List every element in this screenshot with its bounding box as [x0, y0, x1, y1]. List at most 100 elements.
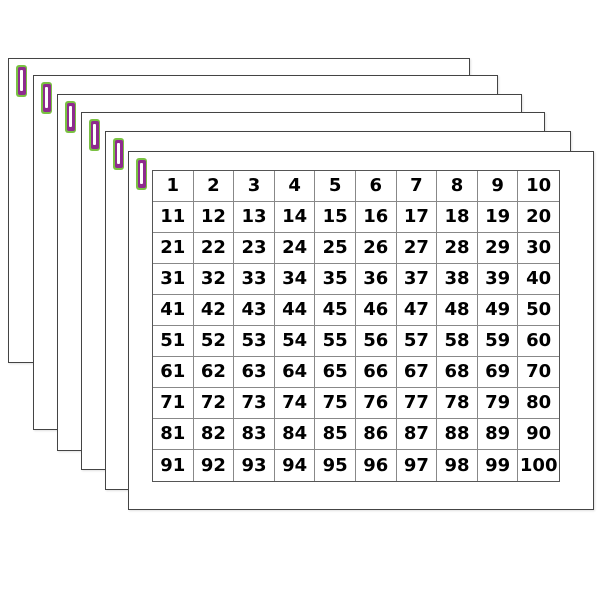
number-cell: 10	[518, 171, 559, 202]
number-cell: 73	[234, 388, 275, 419]
number-cell: 19	[477, 202, 519, 233]
number-cell: 32	[193, 264, 235, 295]
number-cell: 50	[518, 295, 559, 326]
number-cell: 78	[437, 388, 478, 419]
number-cell: 47	[396, 295, 438, 326]
wipe-off-logo-4	[87, 118, 103, 152]
number-cell: 58	[437, 326, 478, 357]
number-cell: 23	[234, 233, 275, 264]
number-cell: 39	[477, 264, 519, 295]
number-cell: 83	[234, 419, 275, 450]
number-cell: 99	[478, 450, 519, 481]
number-cell: 76	[355, 388, 397, 419]
wipe-off-logo-3	[63, 100, 79, 134]
number-cell: 21	[153, 233, 194, 264]
number-cell: 38	[437, 264, 478, 295]
number-cell: 59	[477, 326, 519, 357]
number-cell: 22	[193, 233, 235, 264]
number-cell: 36	[355, 264, 397, 295]
number-cell: 96	[356, 450, 397, 481]
number-cell: 8	[437, 171, 478, 202]
number-cell: 27	[396, 233, 438, 264]
number-cell: 98	[437, 450, 478, 481]
number-cell: 60	[518, 326, 559, 357]
number-cell: 15	[315, 202, 356, 233]
number-cell: 44	[274, 295, 316, 326]
number-cell: 89	[477, 419, 519, 450]
number-cell: 62	[193, 357, 235, 388]
number-cell: 88	[437, 419, 478, 450]
number-cell: 91	[153, 450, 194, 481]
number-cell: 14	[274, 202, 316, 233]
number-cell: 55	[315, 326, 356, 357]
number-cell: 13	[234, 202, 275, 233]
number-cell: 29	[477, 233, 519, 264]
number-cell: 17	[396, 202, 438, 233]
number-cell: 72	[193, 388, 235, 419]
number-cell: 25	[315, 233, 356, 264]
number-cell: 84	[274, 419, 316, 450]
number-cell: 81	[153, 419, 194, 450]
number-cell: 4	[274, 171, 316, 202]
number-cell: 53	[234, 326, 275, 357]
number-cell: 82	[193, 419, 235, 450]
number-cell: 20	[518, 202, 559, 233]
number-cell: 54	[274, 326, 316, 357]
number-cell: 65	[315, 357, 356, 388]
number-cell: 37	[396, 264, 438, 295]
number-cell: 100	[519, 454, 558, 476]
number-cell: 75	[315, 388, 356, 419]
number-cell: 33	[234, 264, 275, 295]
number-cell: 9	[477, 171, 519, 202]
number-cell: 68	[437, 357, 478, 388]
number-cell: 18	[437, 202, 478, 233]
number-cell: 2	[193, 171, 235, 202]
number-cell: 45	[315, 295, 356, 326]
number-cell: 41	[153, 295, 194, 326]
number-cell: 3	[234, 171, 275, 202]
number-cell: 1	[153, 171, 194, 202]
number-cell: 85	[315, 419, 356, 450]
number-cell: 43	[234, 295, 275, 326]
number-cell: 56	[355, 326, 397, 357]
wipe-off-logo-5	[111, 137, 127, 171]
number-cell: 48	[437, 295, 478, 326]
number-cell: 16	[355, 202, 397, 233]
number-cell: 77	[396, 388, 438, 419]
number-cell: 35	[315, 264, 356, 295]
number-cell: 70	[518, 357, 559, 388]
number-cell: 87	[396, 419, 438, 450]
number-cell: 94	[275, 450, 316, 481]
number-cell: 11	[153, 202, 194, 233]
number-cell: 61	[153, 357, 194, 388]
number-cell: 80	[518, 388, 559, 419]
number-cell: 51	[153, 326, 194, 357]
number-cell: 57	[396, 326, 438, 357]
wipe-off-logo-front	[134, 157, 150, 191]
number-cell: 46	[355, 295, 397, 326]
number-cell: 90	[518, 419, 559, 450]
number-cell: 79	[477, 388, 519, 419]
number-cell: 28	[437, 233, 478, 264]
number-cell: 12	[193, 202, 235, 233]
number-cell: 26	[355, 233, 397, 264]
number-cell: 69	[477, 357, 519, 388]
number-cell: 5	[315, 171, 356, 202]
wipe-off-logo-2	[39, 81, 55, 115]
number-cell: 7	[396, 171, 438, 202]
number-cell: 92	[194, 450, 235, 481]
number-cell: 52	[193, 326, 235, 357]
number-cell: 97	[397, 450, 438, 481]
number-cell: 31	[153, 264, 194, 295]
number-cell: 6	[355, 171, 397, 202]
number-cell: 63	[234, 357, 275, 388]
number-cell: 93	[234, 450, 275, 481]
number-cell: 34	[274, 264, 316, 295]
number-cell: 64	[274, 357, 316, 388]
number-cell: 74	[274, 388, 316, 419]
number-cell: 30	[518, 233, 559, 264]
number-cell: 24	[274, 233, 316, 264]
number-cell: 86	[355, 419, 397, 450]
number-cell: 42	[193, 295, 235, 326]
